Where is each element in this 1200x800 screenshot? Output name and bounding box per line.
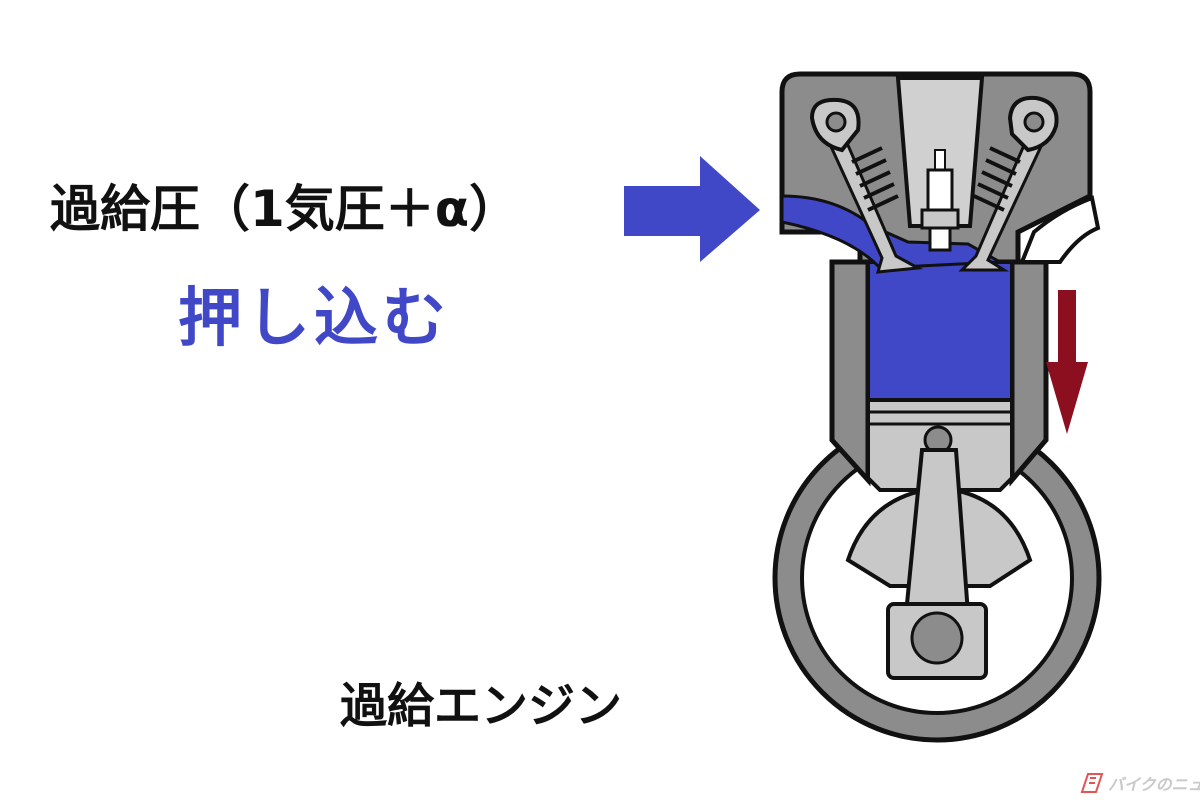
exhaust-valve-spring [973, 146, 1021, 212]
intake-valve-spring [851, 146, 899, 212]
spark-plug-icon [920, 149, 960, 252]
connecting-rod-big-end [886, 602, 988, 680]
watermark-text: バイクのニュース [1108, 775, 1200, 794]
engine-type-label: 過給エンジン [340, 679, 622, 734]
bike-news-logo-icon [1080, 773, 1104, 793]
watermark: バイクのニュース [1080, 771, 1200, 795]
piston-down-arrow-icon [1046, 290, 1088, 434]
cylinder-wall-right [1009, 259, 1049, 487]
cylinder-wall-left [829, 259, 871, 487]
exhaust-port [1019, 195, 1101, 264]
exhaust-rocker [1007, 95, 1059, 153]
intake-arrow-icon [624, 156, 760, 262]
push-in-label: 押し込む [178, 282, 450, 356]
combustion-chamber-charge [866, 260, 1014, 402]
intake-rocker [809, 97, 861, 153]
piston-rings [868, 410, 1012, 426]
boost-pressure-label: 過給圧（1気圧＋α） [50, 180, 520, 238]
